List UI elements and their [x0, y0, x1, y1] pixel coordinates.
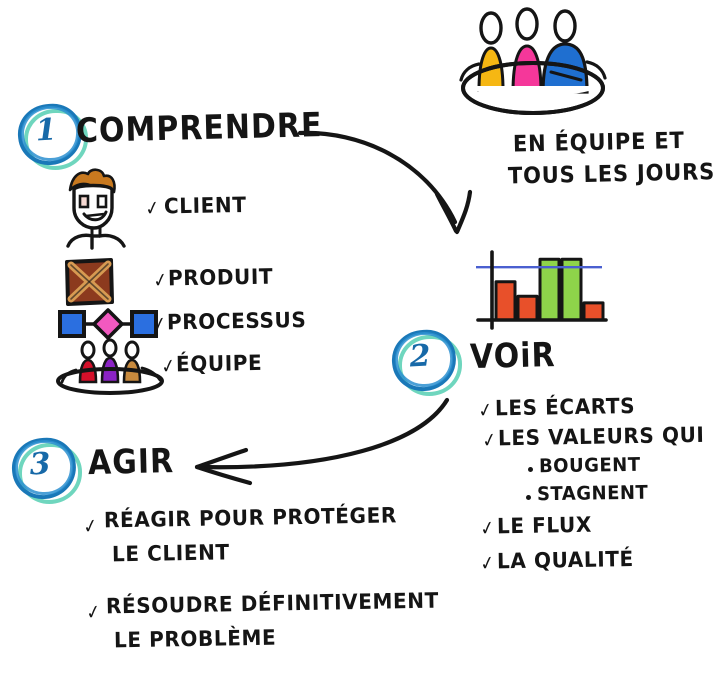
step-3-item-1-line1: RÉSOUDRE DÉFINITIVEMENT: [105, 587, 440, 619]
step-1-number-badge: 1: [14, 100, 88, 170]
check-icon: ✓: [478, 515, 497, 541]
badge-shadow: [18, 443, 82, 504]
step-1-item-2-label: PROCESSUS: [166, 306, 307, 335]
check-icon: ✓: [84, 599, 103, 625]
team-callout-line1: EN ÉQUIPE ET: [512, 127, 685, 157]
bar-chart: [472, 250, 612, 332]
process-icon: [56, 306, 162, 346]
chart-bar-2: [516, 294, 539, 322]
step-2-item-3-label: STAGNENT: [536, 481, 649, 506]
step-2-item-4-label: LE FLUX: [496, 511, 593, 539]
step-1-item-1-label: PRODUIT: [167, 263, 274, 291]
team-meeting-icon: [455, 4, 615, 115]
chart-bar-1: [494, 280, 517, 322]
step-3-title: AGIR: [87, 441, 175, 484]
step-1-item-0-label: CLIENT: [163, 191, 247, 219]
step-1-number: 1: [34, 112, 58, 149]
arrow-voir-to-agir: [194, 397, 450, 486]
step-3-number-badge: 3: [8, 434, 82, 504]
step-2-title: VOiR: [469, 335, 557, 378]
box-icon: [62, 256, 116, 308]
check-icon: ✓: [151, 267, 170, 293]
step-2-number-badge: 2: [388, 326, 462, 396]
check-icon: ✓: [143, 195, 162, 221]
bullet-dot: [526, 495, 531, 500]
badge-shadow: [24, 109, 88, 170]
step-1-item-3-label: ÉQUIPE: [175, 349, 263, 377]
step-2-item-0-label: LES ÉCARTS: [494, 392, 636, 421]
step-2-number: 2: [408, 338, 432, 375]
check-icon: ✓: [81, 513, 100, 539]
badge-shadow: [398, 335, 462, 396]
step-3-item-0-line2: LE CLIENT: [111, 539, 230, 567]
check-icon: ✓: [150, 311, 169, 337]
step-2-item-2-label: BOUGENT: [538, 454, 641, 478]
check-icon: ✓: [478, 550, 497, 576]
chart-bar-5: [582, 301, 605, 322]
check-icon: ✓: [476, 397, 495, 423]
team-icon: [52, 338, 176, 395]
step-1-title: COMPRENDRE: [75, 105, 323, 152]
step-3-item-0-line1: RÉAGIR POUR PROTÉGER: [103, 502, 398, 533]
step-3-number: 3: [28, 446, 52, 483]
step-3-item-1-line2: LE PROBLÈME: [113, 624, 277, 653]
person-icon: [58, 168, 134, 250]
check-icon: ✓: [480, 427, 499, 453]
step-2-item-1-label: LES VALEURS QUI: [497, 421, 705, 451]
step-2-item-5-label: LA QUALITÉ: [496, 545, 634, 574]
team-callout-line2: TOUS LES JOURS: [507, 158, 716, 189]
arrow-comprendre-to-voir: [297, 130, 473, 235]
bullet-dot: [528, 467, 533, 472]
